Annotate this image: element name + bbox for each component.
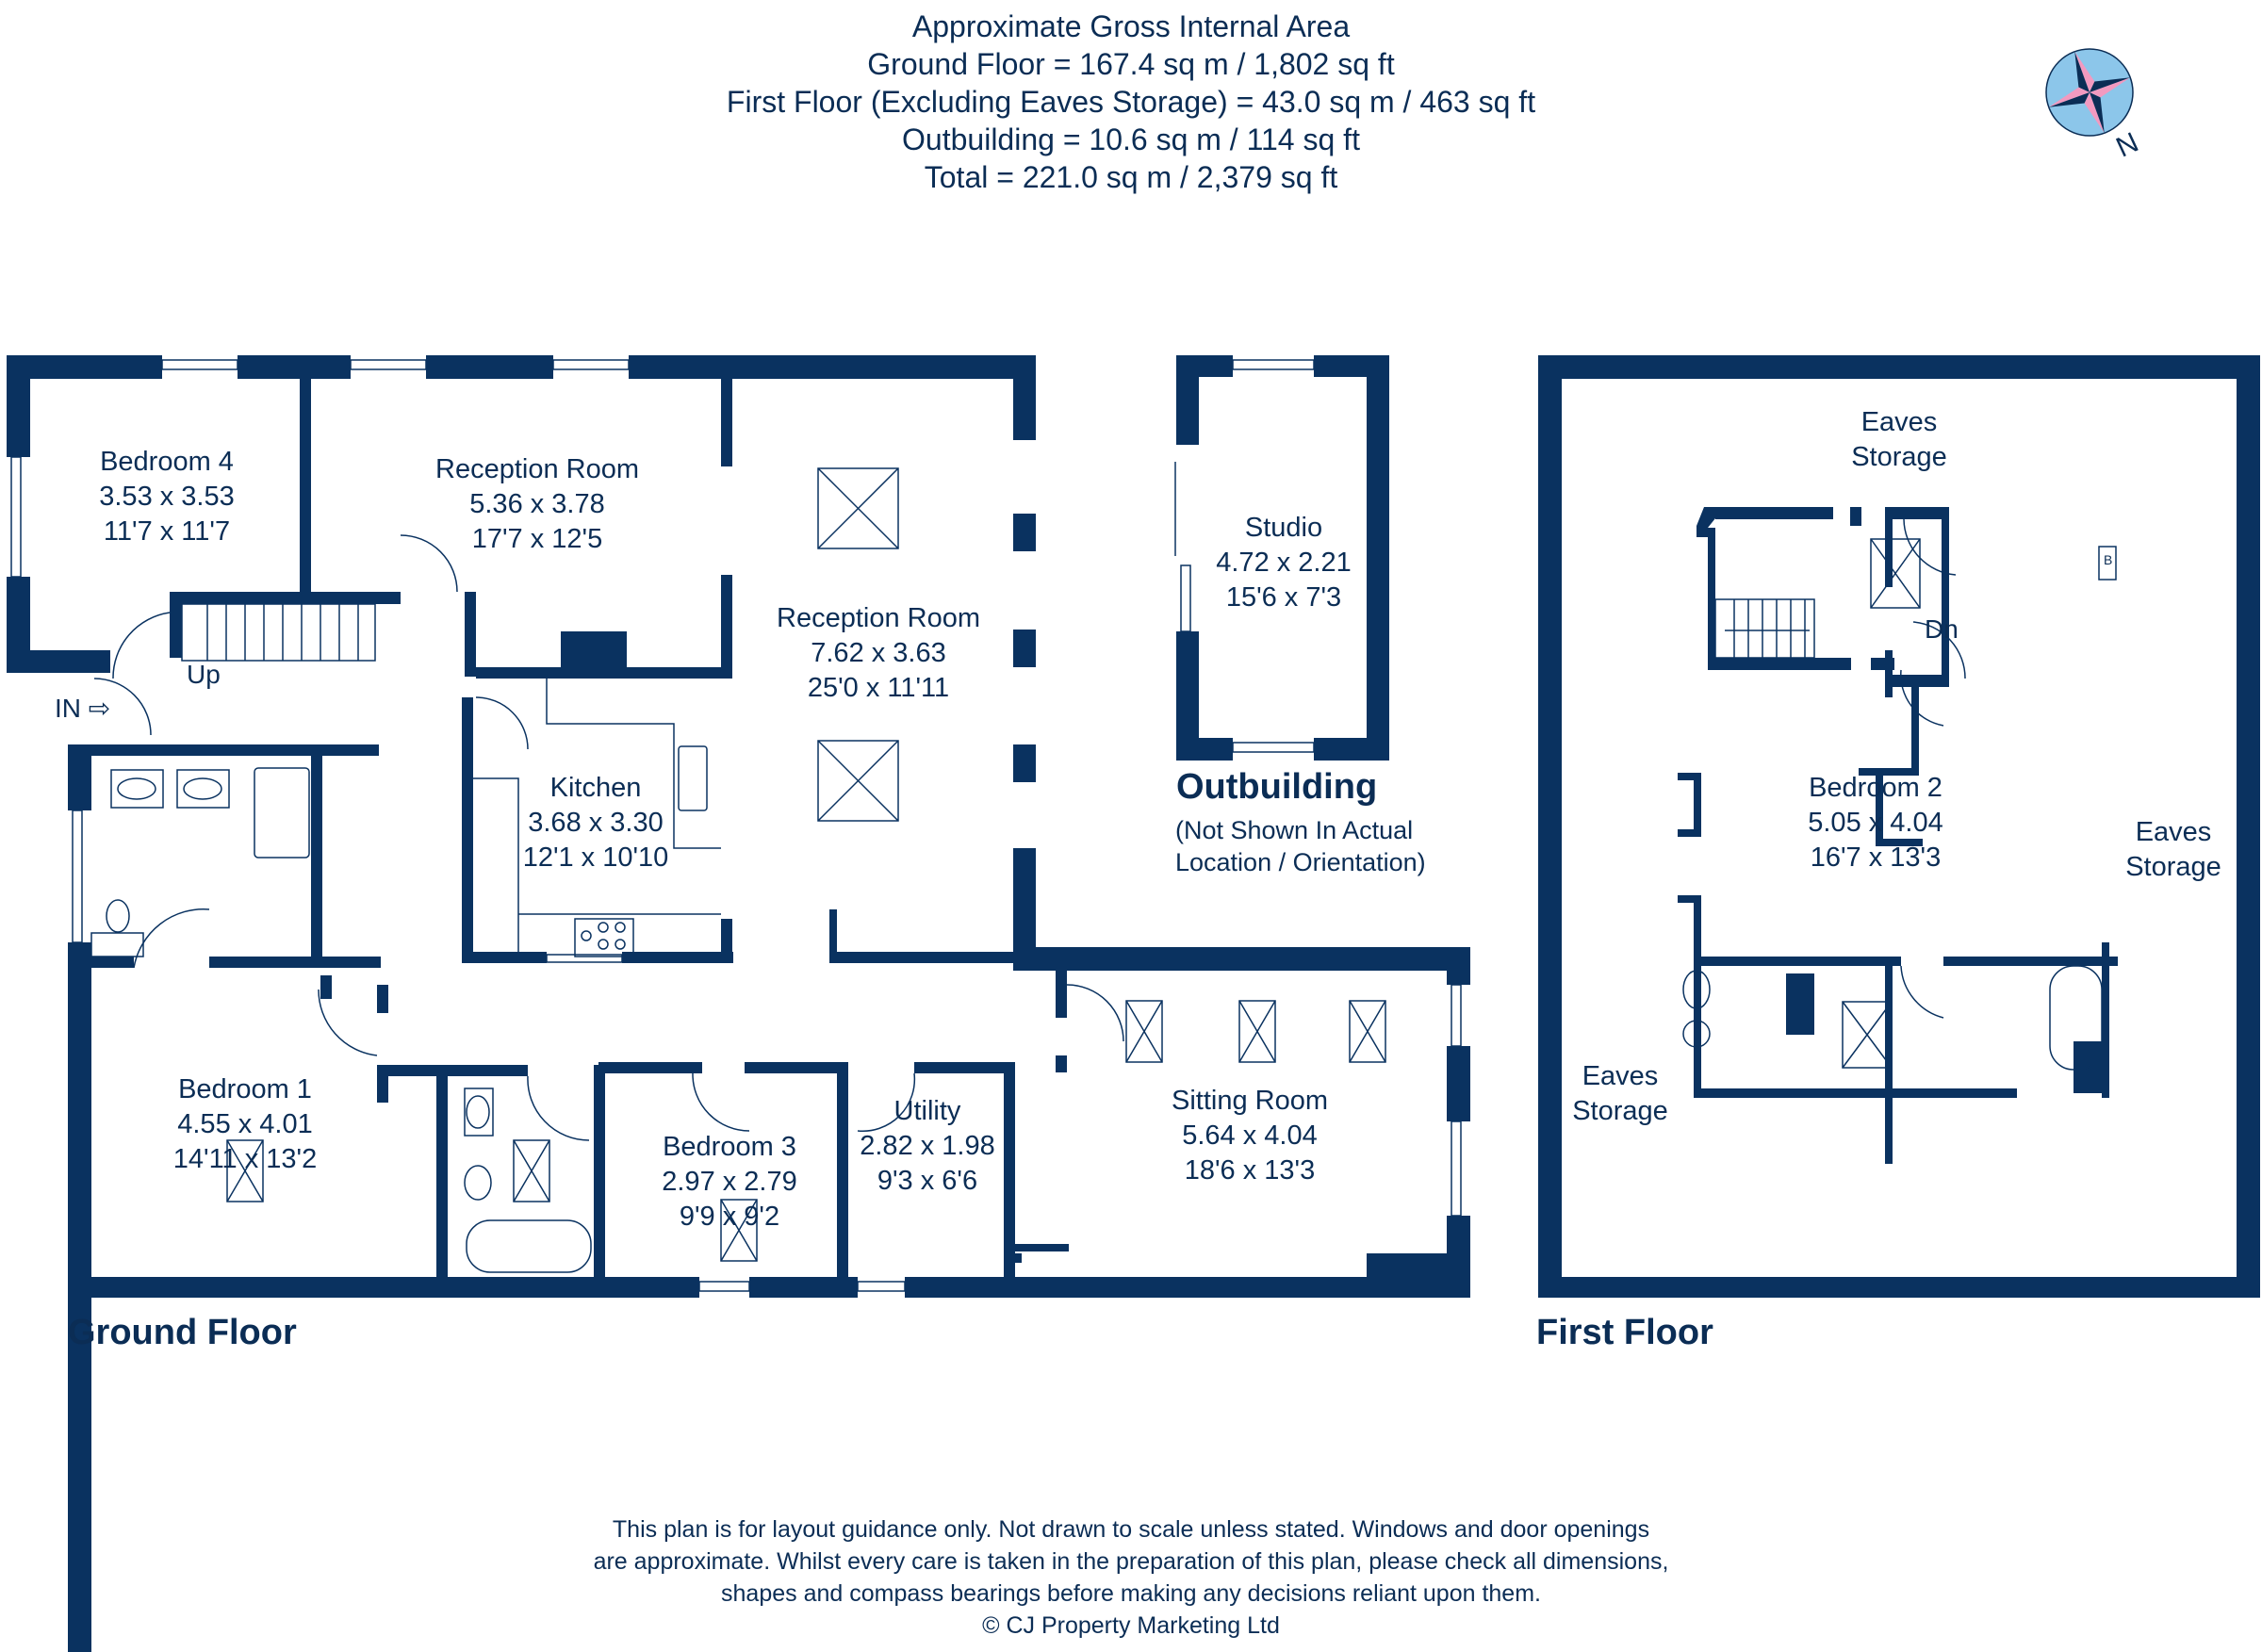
entrance-label: IN ⇨ [55,694,111,723]
entrance-arrow-icon: ⇨ [88,694,111,723]
eaves-storage-top: Eaves Storage [1851,407,1947,472]
area-summary: Approximate Gross Internal Area Ground F… [0,8,2262,196]
first-floor-title: First Floor [1536,1313,1713,1352]
total-area: Total = 221.0 sq m / 2,379 sq ft [924,160,1338,194]
stairs-down-label: Dn [1925,614,1959,644]
room-utility: Utility 2.82 x 1.98 9'3 x 6'6 [860,1096,995,1196]
room-bedroom-1: Bedroom 1 4.55 x 4.01 14'11 x 13'2 [172,1074,318,1174]
ground-floor-area: Ground Floor = 167.4 sq m / 1,802 sq ft [867,47,1395,81]
first-floor-area: First Floor (Excluding Eaves Storage) = … [726,85,1536,119]
copyright: © CJ Property Marketing Ltd [982,1612,1280,1639]
outbuilding-note: (Not Shown In Actual Location / Orientat… [1175,816,1426,876]
compass-rose-icon: N [2045,47,2149,170]
outbuilding-title: Outbuilding [1176,767,1378,807]
room-bedroom-4: Bedroom 4 3.53 x 3.53 11'7 x 11'7 [99,447,235,547]
eaves-storage-right: Eaves Storage [2125,817,2221,882]
boiler-label: B [2104,552,2113,567]
room-studio: Studio 4.72 x 2.21 15'6 x 7'3 [1216,513,1352,613]
room-kitchen: Kitchen 3.68 x 3.30 12'1 x 10'10 [522,773,669,873]
stairs-up-label: Up [187,660,221,689]
room-bedroom-3: Bedroom 3 2.97 x 2.79 9'9 x 9'2 [662,1132,797,1232]
room-reception-room-2: Reception Room 7.62 x 3.63 25'0 x 11'11 [777,603,980,703]
room-reception-room-1: Reception Room 5.36 x 3.78 17'7 x 12'5 [435,454,639,554]
area-title: Approximate Gross Internal Area [911,9,1351,43]
outbuilding-area: Outbuilding = 10.6 sq m / 114 sq ft [902,123,1360,156]
ground-floor-title: Ground Floor [68,1313,297,1352]
room-bedroom-2: Bedroom 2 5.05 x 4.04 16'7 x 13'3 [1808,773,1943,873]
eaves-storage-left: Eaves Storage [1572,1061,1668,1126]
room-sitting-room: Sitting Room 5.64 x 4.04 18'6 x 13'3 [1171,1086,1329,1186]
fixtures [10,359,2117,1292]
walls [7,355,2260,1652]
disclaimer: This plan is for layout guidance only. N… [0,1513,2262,1642]
